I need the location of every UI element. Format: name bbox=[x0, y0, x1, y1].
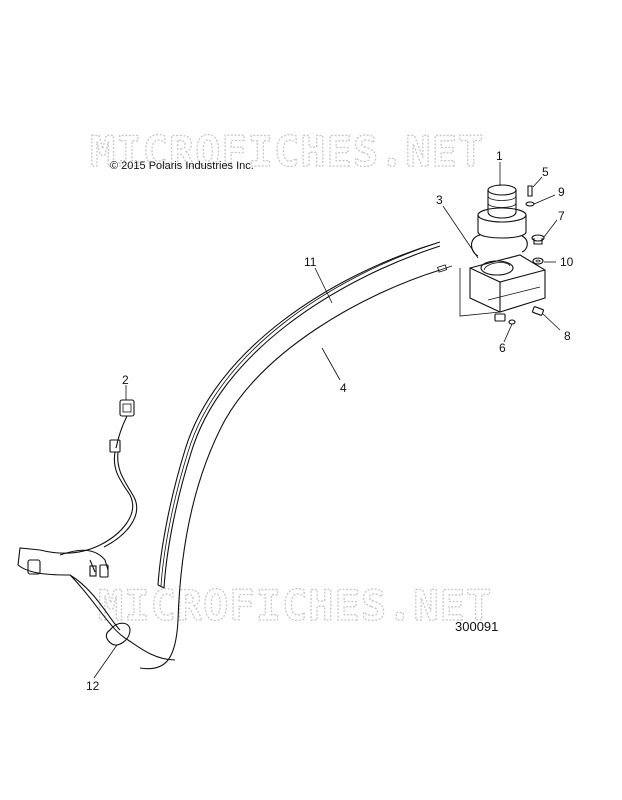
leader-lines bbox=[93, 162, 561, 679]
part-2-switch[interactable] bbox=[119, 399, 135, 417]
part-3-mounting-bracket[interactable] bbox=[469, 254, 546, 313]
watermark-top: MICROFICHES.NET bbox=[90, 127, 484, 176]
callout-3: 3 bbox=[436, 193, 443, 207]
copyright-text: © 2015 Polaris Industries Inc. bbox=[110, 160, 254, 172]
callout-9: 9 bbox=[558, 185, 565, 199]
switch-harness[interactable] bbox=[17, 415, 138, 631]
diagram-id: 300091 bbox=[455, 619, 498, 634]
part-10-washer[interactable] bbox=[532, 257, 544, 265]
callout-12: 12 bbox=[86, 679, 100, 693]
callout-6: 6 bbox=[499, 341, 506, 355]
callout-1: 1 bbox=[496, 149, 503, 163]
callout-7: 7 bbox=[558, 209, 565, 223]
part-1-beacon-light[interactable] bbox=[470, 184, 528, 257]
part-9-washer[interactable] bbox=[525, 201, 535, 207]
callout-10: 10 bbox=[560, 255, 574, 269]
callout-11: 11 bbox=[304, 255, 317, 269]
callout-8: 8 bbox=[564, 329, 571, 343]
callout-4: 4 bbox=[340, 381, 347, 395]
part-12-ground-loop[interactable] bbox=[69, 574, 176, 661]
watermark-bottom: MICROFICHES.NET bbox=[98, 581, 492, 630]
part-11-trim-strip[interactable] bbox=[157, 241, 441, 589]
callout-5: 5 bbox=[542, 165, 549, 179]
callout-2: 2 bbox=[122, 373, 129, 387]
part-4-harness-cable[interactable] bbox=[139, 264, 453, 670]
part-6-nut[interactable] bbox=[494, 313, 516, 325]
part-7-bolt[interactable] bbox=[531, 234, 545, 245]
bracket-reference-line bbox=[459, 268, 501, 317]
part-8-screw[interactable] bbox=[532, 306, 544, 316]
part-5-screw[interactable] bbox=[527, 185, 533, 197]
